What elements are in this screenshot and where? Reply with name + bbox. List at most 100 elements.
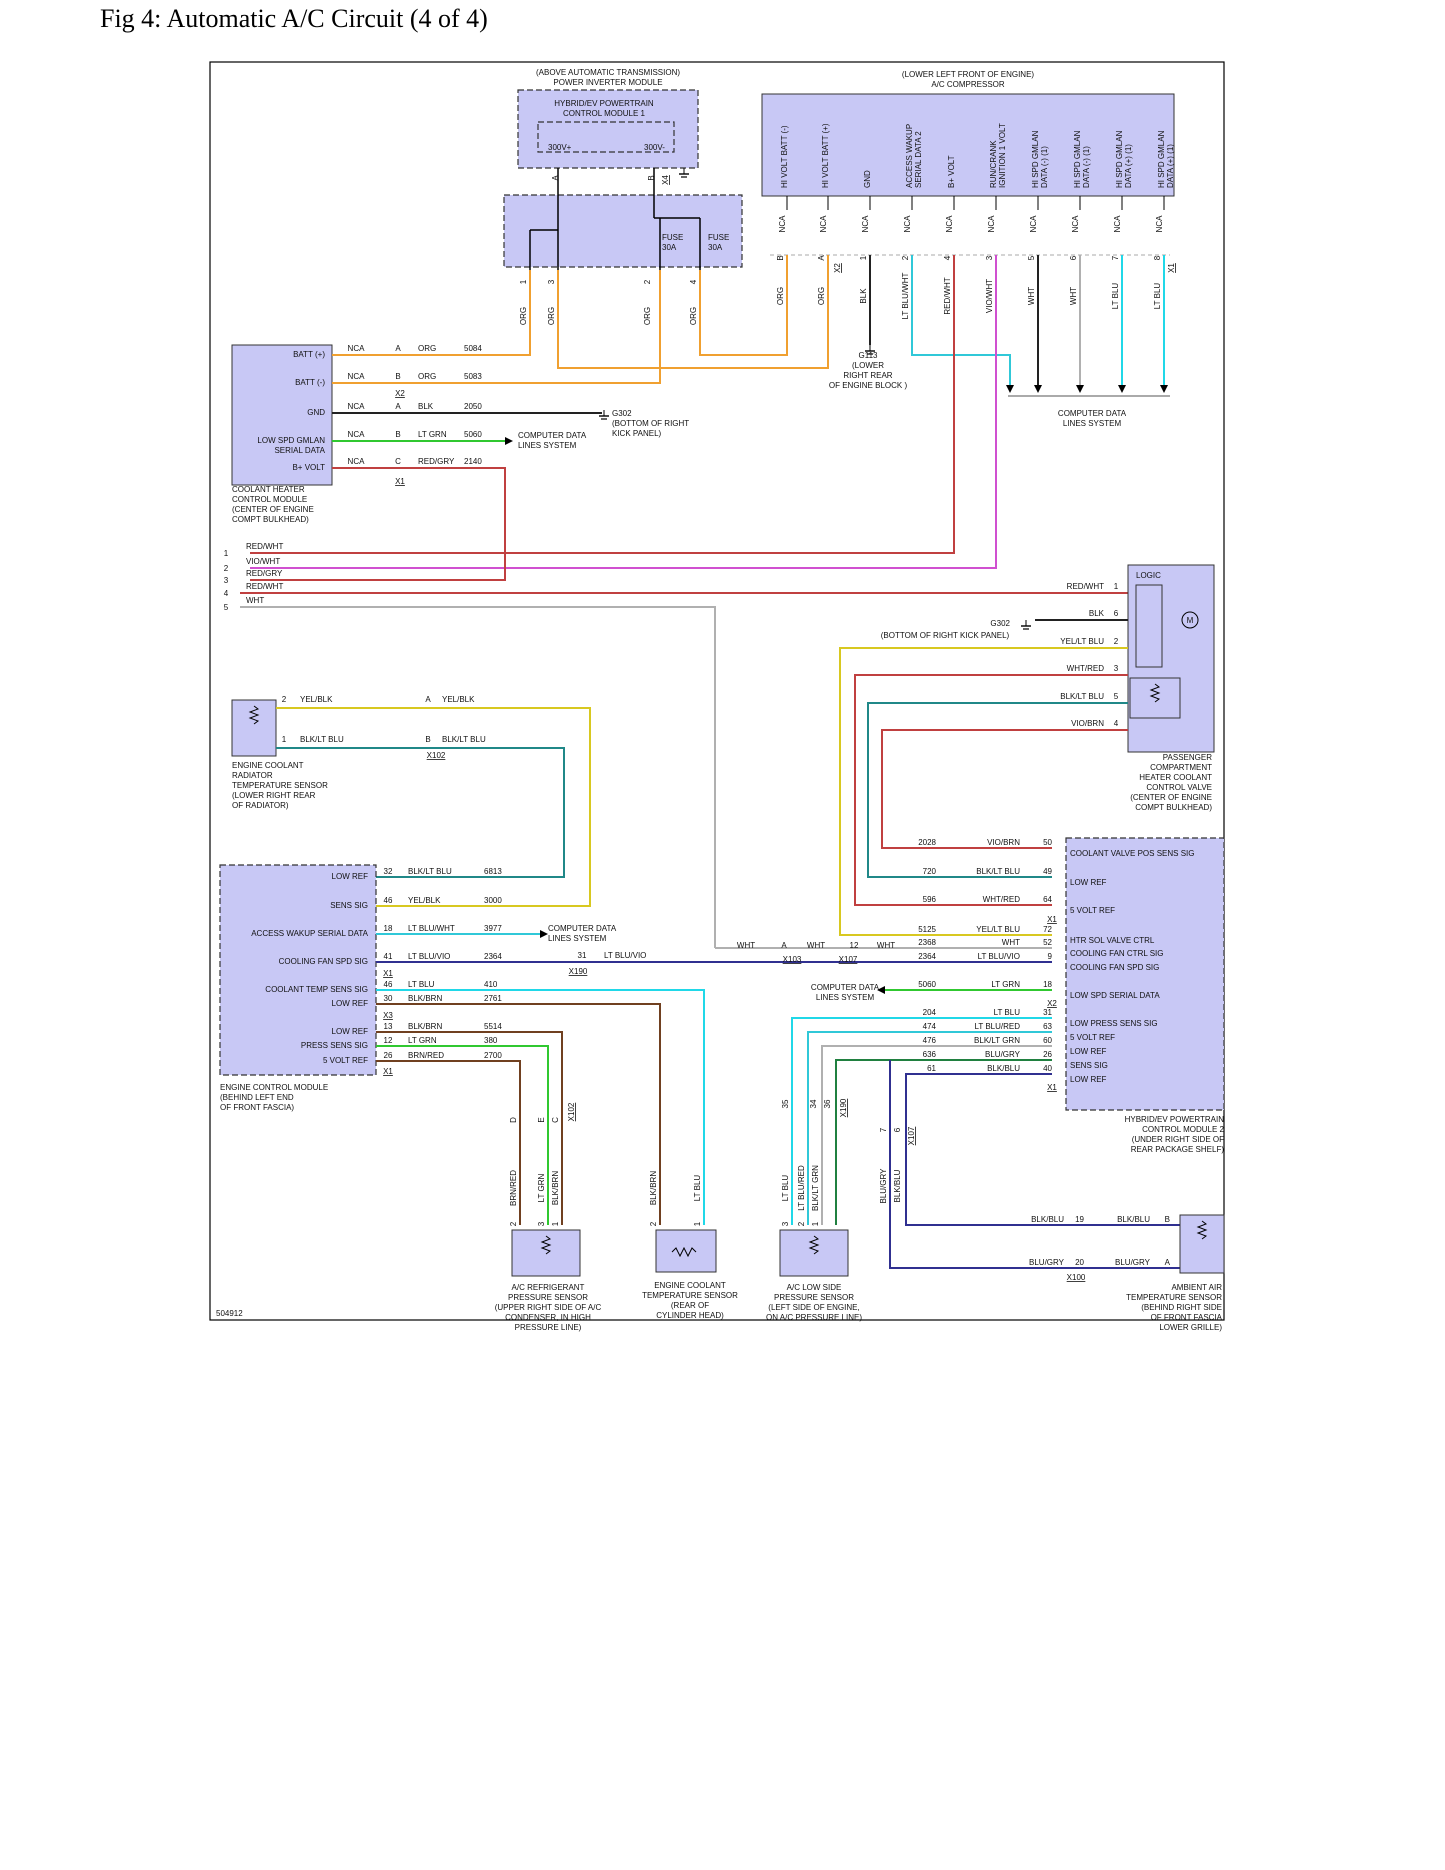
down-arrow-icon xyxy=(1034,385,1042,393)
compressor-pin-number: 8 xyxy=(1153,255,1162,260)
x190-conn: X190 xyxy=(569,967,588,976)
ecm-pin-number: 13 xyxy=(384,1022,393,1031)
chcm-pin-letter: B xyxy=(395,430,400,439)
x107-pin: 12 xyxy=(850,941,859,950)
amb-conn-x100: X100 xyxy=(1067,1273,1086,1282)
chcm-pin-letter: A xyxy=(395,344,401,353)
resistor-icon xyxy=(540,1235,552,1255)
x102-pin: A xyxy=(425,695,431,704)
acr-pin: 3 xyxy=(537,1221,546,1226)
hpcm2-circuit: 720 xyxy=(923,867,937,876)
valve-logic-label: LOGIC xyxy=(1136,571,1161,580)
compressor-wire-color: ORG xyxy=(817,287,826,305)
wire-org-5083 xyxy=(332,270,661,384)
hpcm2-wire-color: VIO/BRN xyxy=(987,838,1020,847)
nca-label: NCA xyxy=(1113,215,1122,233)
wire-yel-blk xyxy=(276,707,591,907)
ecm-circuit: 3977 xyxy=(484,924,502,933)
chcm-wire-color: ORG xyxy=(418,344,436,353)
valve-wire-color: WHT/RED xyxy=(1067,664,1105,673)
chcm-pin-letter: C xyxy=(395,457,401,466)
acl-wire-color: LT BLU/RED xyxy=(797,1165,806,1211)
fuse-pin: 2 xyxy=(643,279,652,284)
page-title: Fig 4: Automatic A/C Circuit (4 of 4) xyxy=(100,4,488,33)
bus-wire-color: RED/GRY xyxy=(246,569,283,578)
acl-conn-pin: 36 xyxy=(823,1099,832,1108)
nca-label: NCA xyxy=(348,430,366,439)
chcm-wire-color: ORG xyxy=(418,372,436,381)
hpcm2-wire-color: LT BLU xyxy=(994,1008,1021,1017)
compressor-pin-number: 6 xyxy=(1069,255,1078,260)
acl-sensor xyxy=(779,1229,849,1277)
chcm-wire-color: LT GRN xyxy=(418,430,447,439)
pim-pin-neg: 300V- xyxy=(644,143,665,152)
valve-pin: 6 xyxy=(1114,609,1119,618)
nca-label: NCA xyxy=(1029,215,1038,233)
fuse-block xyxy=(503,194,743,268)
hpcm2-circuit: 636 xyxy=(923,1050,937,1059)
hpcm2-pin-number: 64 xyxy=(1043,895,1052,904)
wire-vio-wht xyxy=(250,255,997,569)
hpcm2-pin-number: 31 xyxy=(1043,1008,1052,1017)
valve-pin: 2 xyxy=(1114,637,1119,646)
chcm-circuit: 2140 xyxy=(464,457,482,466)
fuse-pin: 3 xyxy=(547,279,556,284)
chcm-circuit: 5084 xyxy=(464,344,482,353)
nca-label: NCA xyxy=(348,372,366,381)
hpcm2-wire-color: LT BLU/VIO xyxy=(978,952,1020,961)
ecm-circuit: 6813 xyxy=(484,867,502,876)
chcm-conn-x2: X2 xyxy=(395,389,405,398)
chcm-wire-color: RED/GRY xyxy=(418,457,455,466)
bus-number: 2 xyxy=(224,564,229,573)
wire-blk-ltgrn-476 xyxy=(821,1045,1052,1225)
amb-pin-number: 19 xyxy=(1075,1215,1084,1224)
bus-number: 4 xyxy=(224,589,229,598)
ecm-box xyxy=(219,864,377,1076)
acr-conn-pin: D xyxy=(509,1117,518,1123)
x103-pin: A xyxy=(781,941,787,950)
x107b-conn: X107 xyxy=(907,1126,916,1145)
ecm-wire-color: BLK/BRN xyxy=(408,1022,442,1031)
x103-wire: WHT xyxy=(737,941,755,950)
ecm-pin-number: 26 xyxy=(384,1051,393,1060)
hpcm2-circuit: 2028 xyxy=(918,838,936,847)
acr-conn-x102: X102 xyxy=(567,1102,576,1121)
acl-wire-color: BLK/LT GRN xyxy=(811,1165,820,1211)
ecm-wire-color: LT BLU/WHT xyxy=(408,924,455,933)
chcm-pin-letter: A xyxy=(395,402,401,411)
chcm-circuit: 5083 xyxy=(464,372,482,381)
ect-rad-wire: BLK/LT BLU xyxy=(300,735,344,744)
nca-label: NCA xyxy=(1071,215,1080,233)
compressor-conn-x1: X1 xyxy=(1167,263,1176,273)
bus-wire-color: RED/WHT xyxy=(246,542,283,551)
acr-wire-color: BRN/RED xyxy=(509,1170,518,1206)
ect-rad-pin: 1 xyxy=(282,735,287,744)
hpcm2-pin-label: 5 VOLT REF xyxy=(1070,906,1115,915)
down-arrow-icon xyxy=(1006,385,1014,393)
compressor-pin-label: HI SPD GMLANDATA (+) (1) xyxy=(1115,130,1133,188)
hpcm2-pin-number: 60 xyxy=(1043,1036,1052,1045)
hpcm2-circuit: 61 xyxy=(927,1064,936,1073)
hpcm2-pin-label: LOW PRESS SENS SIG xyxy=(1070,1019,1158,1028)
valve-pin: 1 xyxy=(1114,582,1119,591)
hpcm2-circuit: 476 xyxy=(923,1036,937,1045)
g302-valve-location: (BOTTOM OF RIGHT KICK PANEL) xyxy=(881,631,1010,640)
ecm-pin-label: 5 VOLT REF xyxy=(323,1056,368,1065)
pim-conn-b: B xyxy=(647,175,656,180)
chcm-box xyxy=(231,344,333,486)
acl-pin: 3 xyxy=(781,1221,790,1226)
ecm-pin-label: LOW REF xyxy=(332,872,369,881)
x103-wire: WHT xyxy=(807,941,825,950)
arrow-icon xyxy=(505,437,513,445)
arrow-icon xyxy=(540,930,548,938)
nca-label: NCA xyxy=(819,215,828,233)
chcm-conn-x1: X1 xyxy=(395,477,405,486)
arrow-icon xyxy=(877,986,885,994)
ecm-wire-color: BLK/BRN xyxy=(408,994,442,1003)
